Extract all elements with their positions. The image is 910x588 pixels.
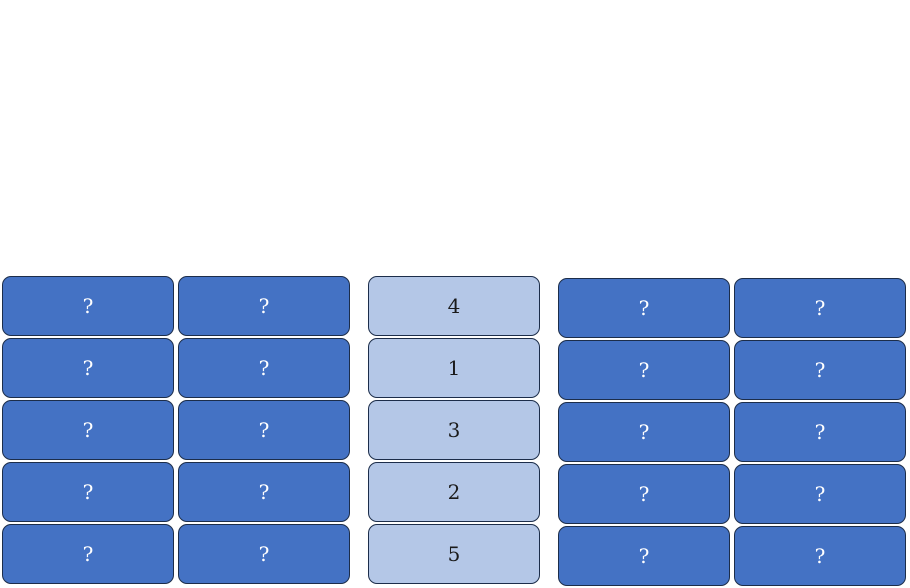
right-tile-8[interactable]: ? xyxy=(734,464,906,524)
left-tile-grid: ? ? ? ? ? ? ? ? ? ? xyxy=(2,276,350,584)
center-tile-3[interactable]: 3 xyxy=(368,400,540,460)
right-tile-9[interactable]: ? xyxy=(558,526,730,586)
left-tile-1[interactable]: ? xyxy=(2,276,174,336)
right-tile-6[interactable]: ? xyxy=(734,402,906,462)
left-tile-6[interactable]: ? xyxy=(178,400,350,460)
center-tile-4[interactable]: 2 xyxy=(368,462,540,522)
center-tile-1[interactable]: 4 xyxy=(368,276,540,336)
left-tile-10[interactable]: ? xyxy=(178,524,350,584)
left-tile-4[interactable]: ? xyxy=(178,338,350,398)
left-tile-8[interactable]: ? xyxy=(178,462,350,522)
right-tile-1[interactable]: ? xyxy=(558,278,730,338)
left-tile-2[interactable]: ? xyxy=(178,276,350,336)
left-tile-3[interactable]: ? xyxy=(2,338,174,398)
center-tile-column: 4 1 3 2 5 xyxy=(368,276,540,584)
right-tile-7[interactable]: ? xyxy=(558,464,730,524)
center-tile-5[interactable]: 5 xyxy=(368,524,540,584)
right-tile-5[interactable]: ? xyxy=(558,402,730,462)
left-tile-9[interactable]: ? xyxy=(2,524,174,584)
right-tile-3[interactable]: ? xyxy=(558,340,730,400)
right-tile-4[interactable]: ? xyxy=(734,340,906,400)
left-tile-7[interactable]: ? xyxy=(2,462,174,522)
right-tile-grid: ? ? ? ? ? ? ? ? ? ? xyxy=(558,278,906,586)
right-tile-2[interactable]: ? xyxy=(734,278,906,338)
left-tile-5[interactable]: ? xyxy=(2,400,174,460)
center-tile-2[interactable]: 1 xyxy=(368,338,540,398)
right-tile-10[interactable]: ? xyxy=(734,526,906,586)
